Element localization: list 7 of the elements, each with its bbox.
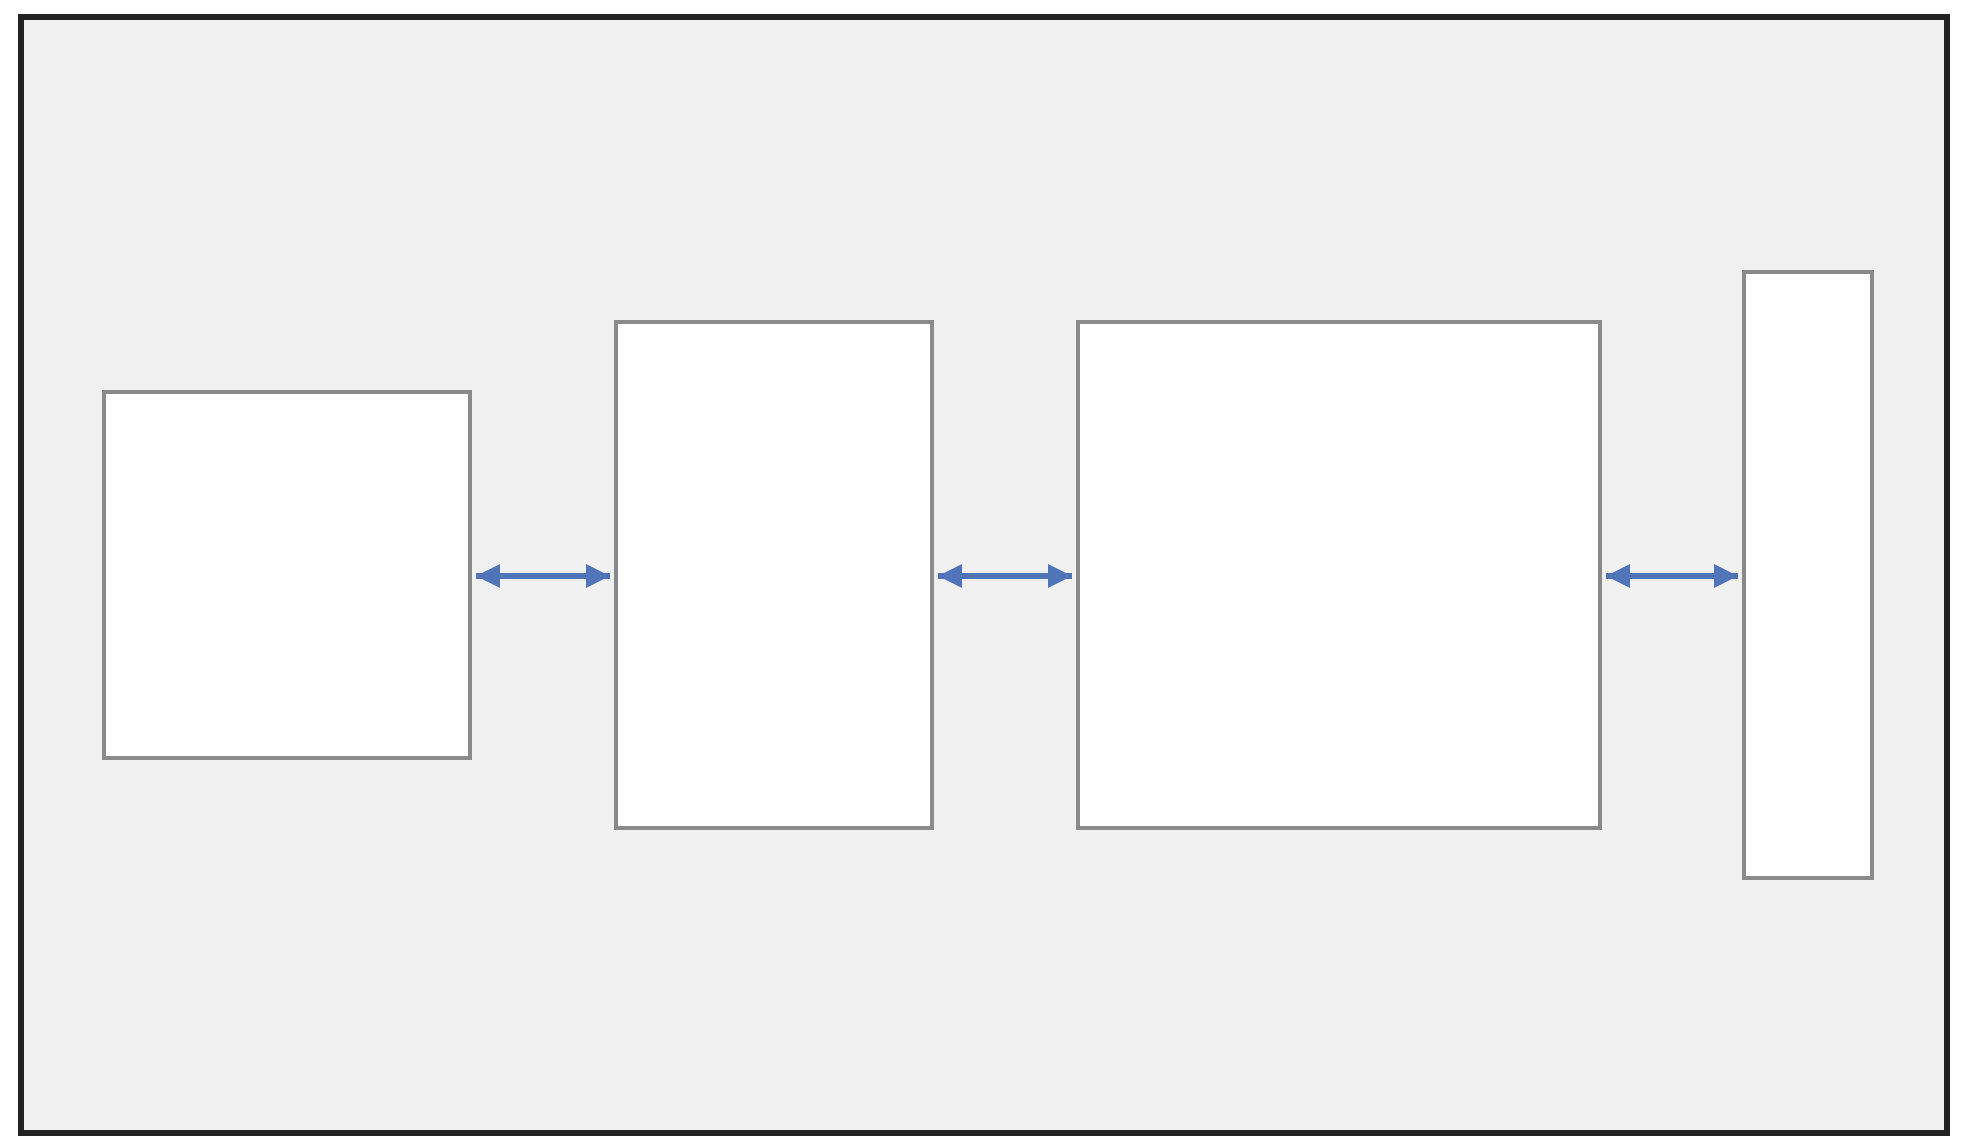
double-arrow <box>1606 564 1738 588</box>
empty-box <box>102 390 472 760</box>
double-arrow <box>476 564 610 588</box>
double-arrow <box>938 564 1072 588</box>
empty-box <box>1076 320 1602 830</box>
empty-box <box>614 320 934 830</box>
empty-box <box>1742 270 1874 880</box>
